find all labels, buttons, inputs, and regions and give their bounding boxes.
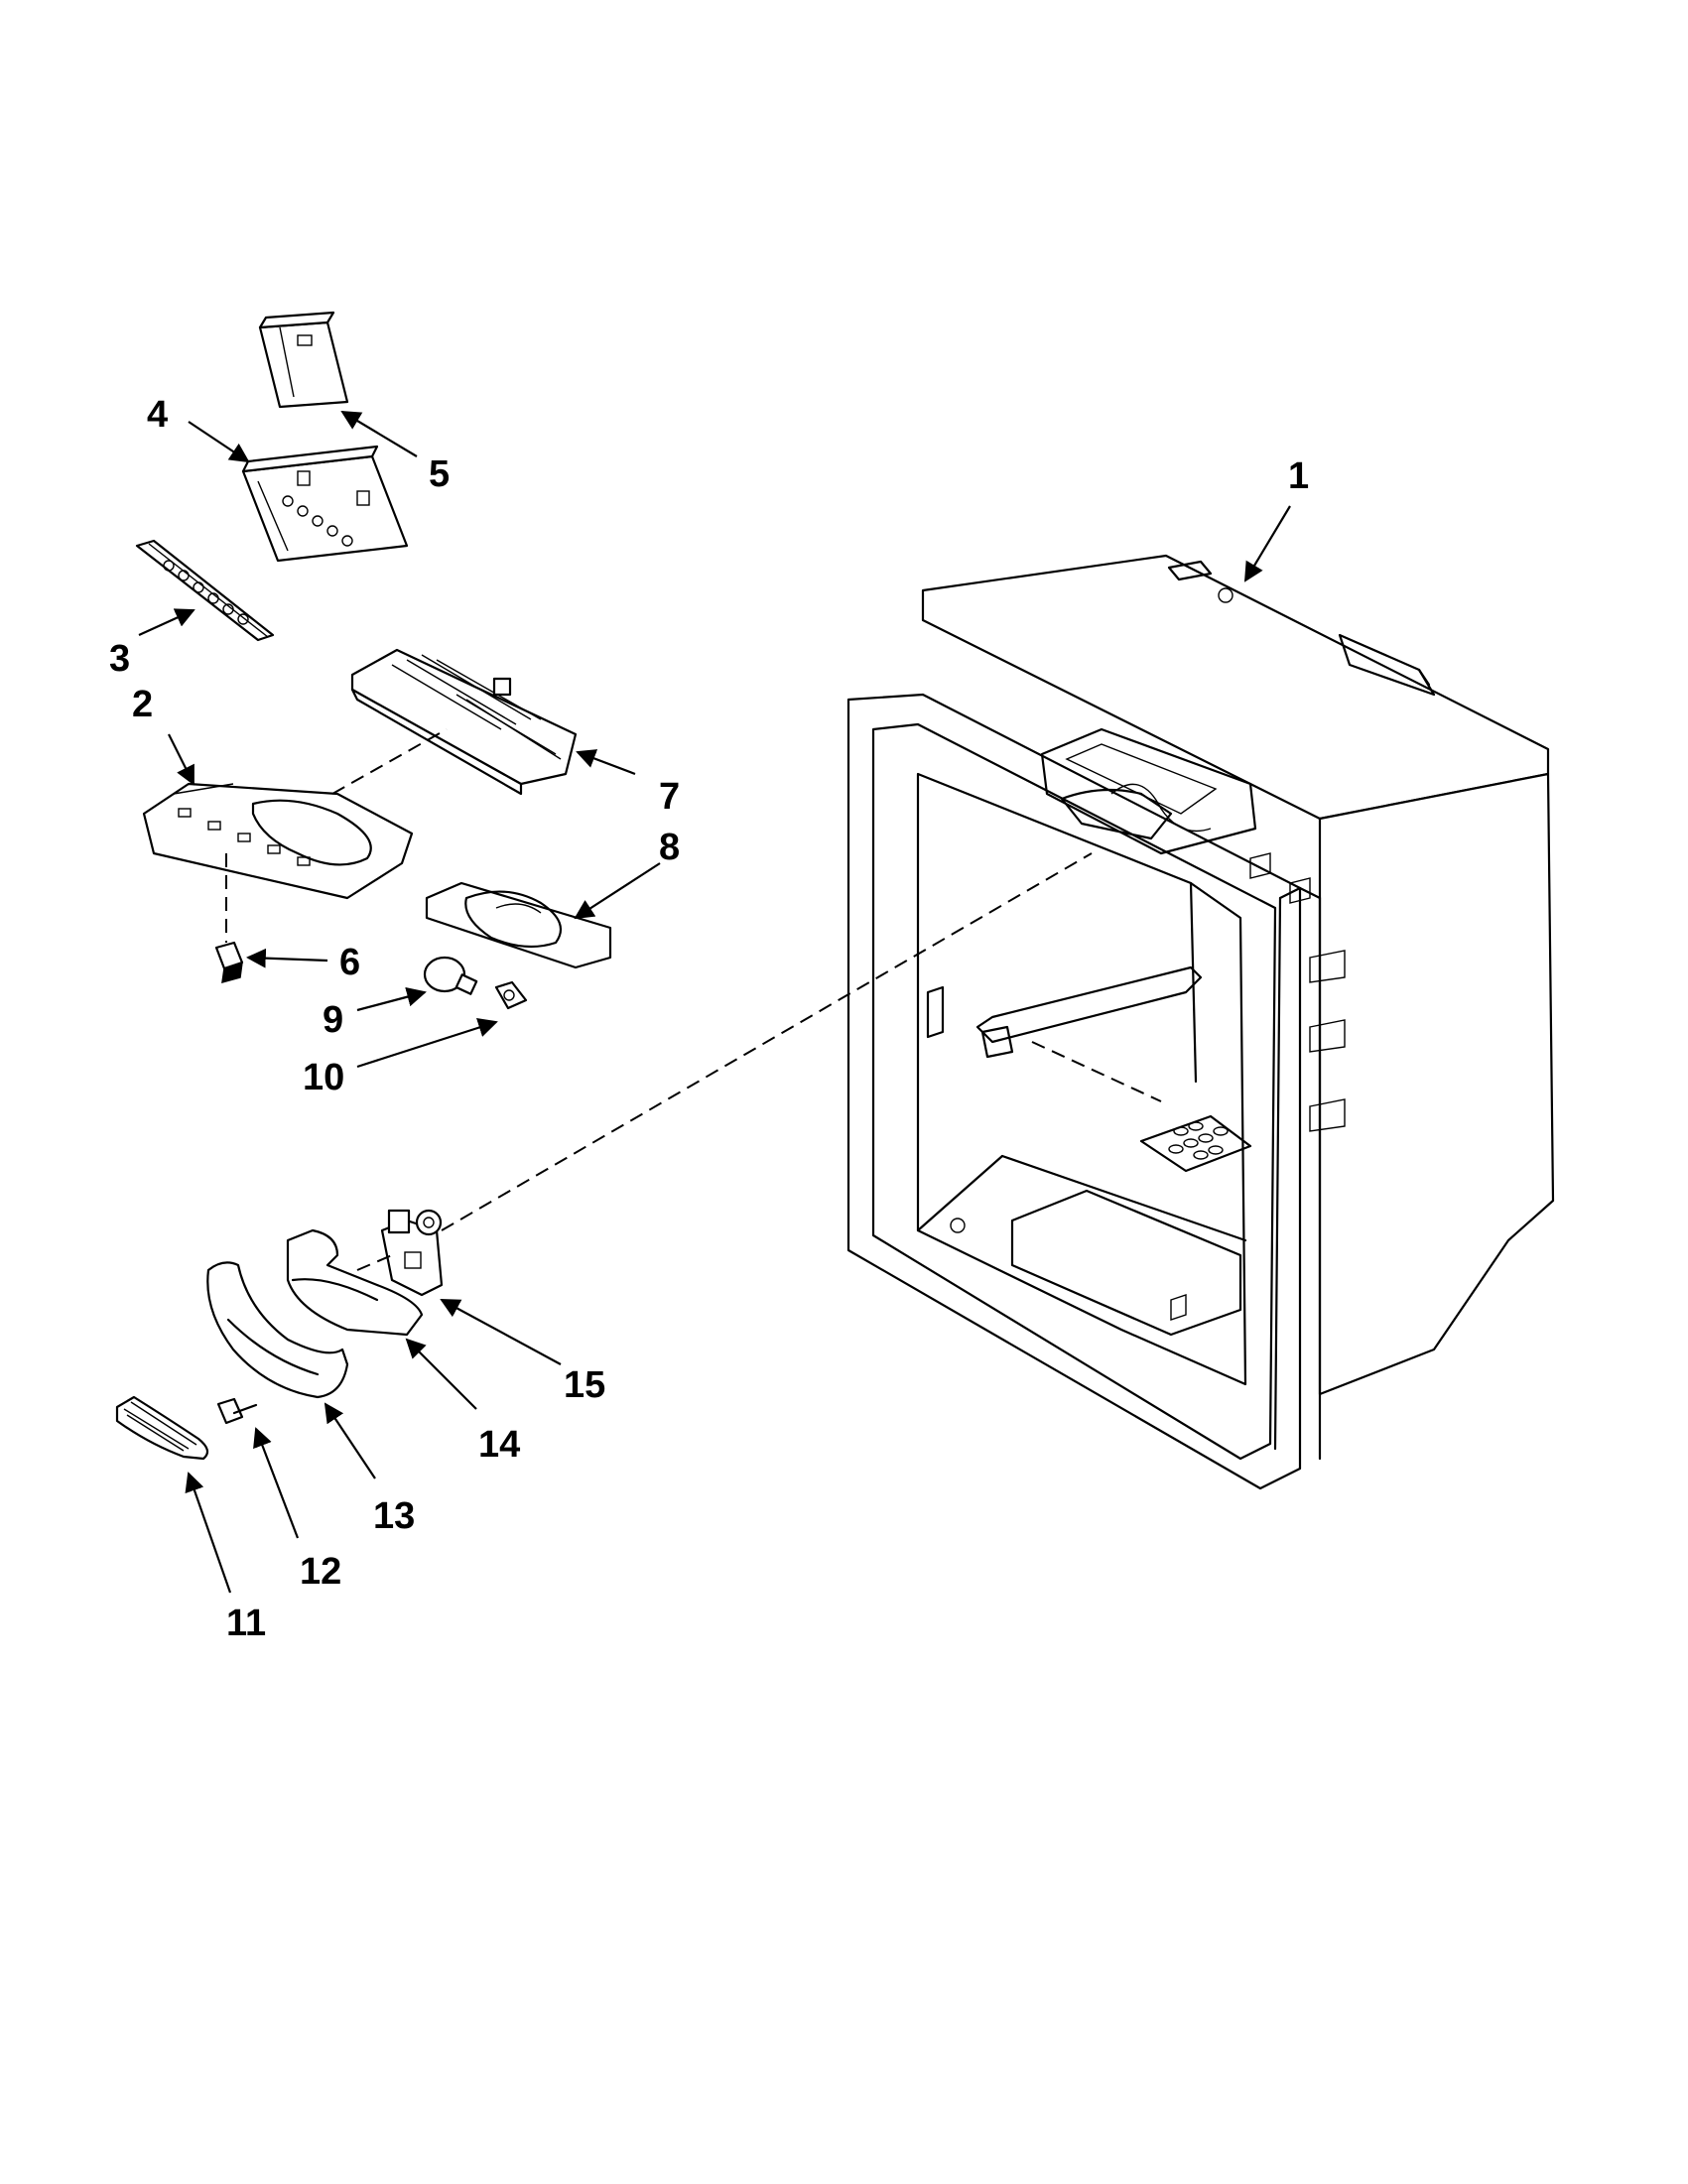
part-5-cover	[258, 311, 349, 409]
part-6-switch	[214, 941, 244, 984]
callout-15: 15	[564, 1364, 605, 1406]
callout-10: 10	[303, 1057, 344, 1098]
callout-4: 4	[147, 394, 168, 436]
alignment-lines	[225, 728, 1162, 1271]
part-12-screw	[216, 1397, 258, 1425]
leader-arrows	[138, 410, 1291, 1594]
callout-7: 7	[659, 776, 680, 818]
callout-14: 14	[478, 1424, 520, 1466]
part-7-light-cover	[350, 648, 578, 796]
callout-9: 9	[323, 999, 343, 1041]
callout-2: 2	[132, 684, 153, 725]
callout-6: 6	[339, 942, 360, 983]
part-13-dispenser-cover	[206, 1261, 349, 1399]
part-11-grille	[115, 1395, 209, 1461]
callout-1: 1	[1288, 455, 1309, 497]
part-15-water-valve	[380, 1209, 444, 1297]
callout-11: 11	[226, 1603, 266, 1644]
part-8-lens	[425, 881, 612, 969]
part-4-control-housing	[241, 445, 409, 563]
callout-8: 8	[659, 827, 680, 868]
part-14-bracket	[286, 1228, 424, 1337]
callout-5: 5	[429, 453, 450, 495]
part-1-liner	[846, 554, 1555, 1490]
part-10-socket	[494, 980, 528, 1010]
callout-12: 12	[300, 1551, 341, 1593]
callout-13: 13	[373, 1495, 415, 1537]
part-2-light-housing	[142, 782, 414, 900]
part-9-bulb	[423, 956, 478, 995]
part-3-overlay	[135, 539, 275, 642]
callout-3: 3	[109, 638, 130, 680]
